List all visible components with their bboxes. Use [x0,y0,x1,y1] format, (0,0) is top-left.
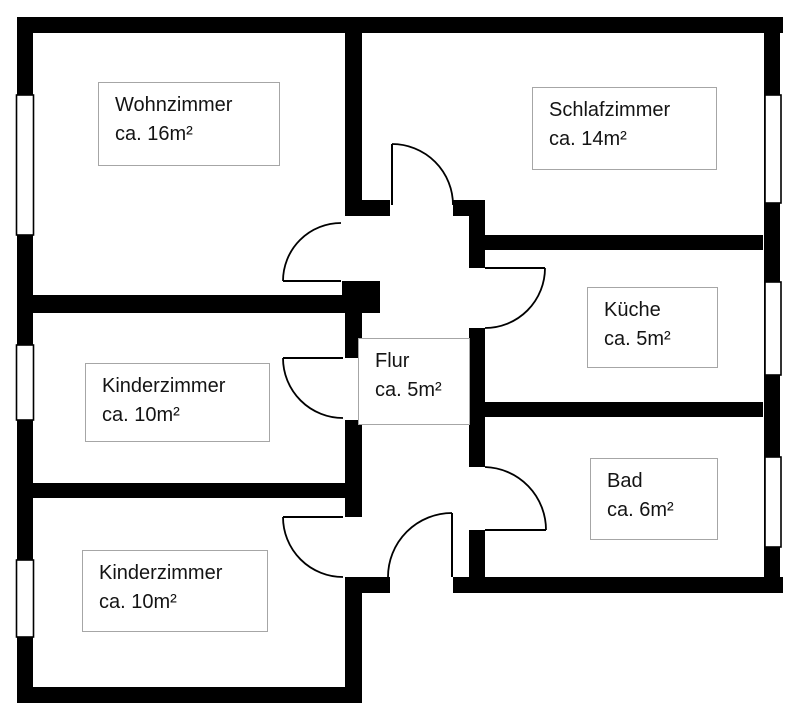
door-wohnzimmer-arc [282,222,342,282]
room-name: Küche [604,299,661,321]
window-bad [764,456,782,548]
room-name: Kinderzimmer [102,375,226,397]
room-name: Kinderzimmer [99,562,223,584]
window-wohnzimmer [15,94,35,236]
wall-schlafzimmer-door-jamb-left [345,200,390,216]
wall-flur-left-lower [345,577,362,703]
room-label-bad: Bad ca. 6m² [590,458,718,540]
room-area: ca. 14m² [549,128,627,150]
door-wohnzimmer [282,222,342,282]
room-area: ca. 16m² [115,123,193,145]
door-entrance [387,512,453,578]
room-name: Wohnzimmer [115,94,233,116]
door-entrance-arc [387,512,453,578]
room-label-schlafzimmer: Schlafzimmer ca. 14m² [532,87,717,170]
window-kinderzimmer-mitte [15,344,35,421]
room-name: Schlafzimmer [549,99,671,121]
door-bad [484,466,547,531]
door-kueche-arc [484,267,546,329]
wall-flur-right-mid [469,328,485,467]
room-area: ca. 5m² [604,328,671,350]
wall-entrance-jamb [362,577,390,593]
room-area: ca. 5m² [375,379,442,401]
room-name: Flur [375,350,410,372]
door-kinderzimmer-mitte [282,357,344,419]
wall-schlafzimmer-bottom [469,235,763,250]
room-label-flur: Flur ca. 5m² [358,338,470,425]
door-schlafzimmer [391,143,454,206]
door-bad-arc [484,466,547,531]
room-name: Bad [607,470,643,492]
wall-flur-left-upper [345,281,362,358]
wall-outer-bottom-right [453,577,783,593]
door-kinderzimmer-mitte-arc [282,357,344,419]
room-label-kinderzimmer-unten: Kinderzimmer ca. 10m² [82,550,268,632]
door-schlafzimmer-arc [391,143,454,206]
door-kueche [484,267,546,329]
room-area: ca. 10m² [102,404,180,426]
wall-flur-left-mid [345,420,362,517]
wall-flur-left-top [345,33,362,216]
wall-kinderzimmer-divider [17,483,362,498]
door-kinderzimmer-unten [282,516,344,578]
wall-flur-right-bottom [469,530,485,593]
wall-wohnzimmer-bottom [17,295,380,313]
wall-kueche-bad-divider [469,402,763,417]
window-kueche [764,281,782,376]
room-label-wohnzimmer: Wohnzimmer ca. 16m² [98,82,280,166]
window-schlafzimmer [764,94,782,204]
wall-outer-bottom-left [17,687,362,703]
wall-outer-top [17,17,783,33]
room-label-kinderzimmer-mitte: Kinderzimmer ca. 10m² [85,363,270,442]
room-area: ca. 10m² [99,591,177,613]
room-area: ca. 6m² [607,499,674,521]
room-label-kueche: Küche ca. 5m² [587,287,718,368]
window-kinderzimmer-unten [15,559,35,638]
wall-flur-right-top [469,200,485,268]
door-kinderzimmer-unten-arc [282,516,344,578]
